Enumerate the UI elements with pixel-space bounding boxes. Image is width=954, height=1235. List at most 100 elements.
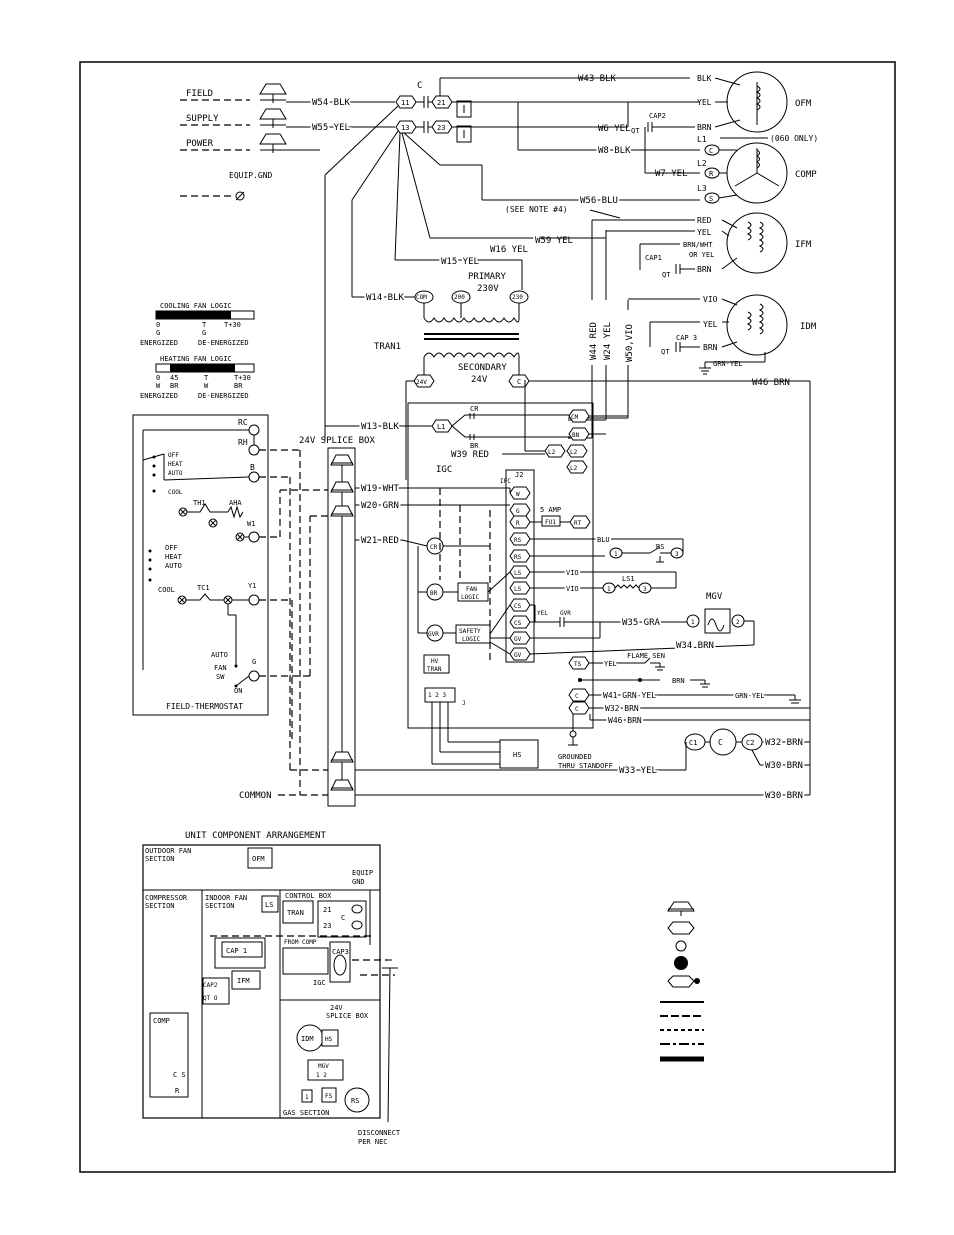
fan-logic-section: COOLING FAN LOGIC 0 G T G T+30 ENERGIZED… xyxy=(140,302,255,400)
w39-label: W39 RED xyxy=(451,450,489,460)
contactor-t11: 11 xyxy=(401,99,409,107)
arr-mgv-nums: 1 2 xyxy=(316,1072,327,1079)
comp-term-c: C xyxy=(709,147,713,155)
j2-rs: RS xyxy=(514,537,522,544)
w54-label: W54 BLK xyxy=(312,98,351,108)
tran-200: 200 xyxy=(454,294,465,301)
therm-off: OFF xyxy=(168,452,179,459)
w41-label: W41 GRN-YEL xyxy=(603,691,656,700)
standoff-label: THRU STANDOFF xyxy=(558,762,613,770)
v24-label: 24V xyxy=(471,375,488,385)
cooling-title: COOLING FAN LOGIC xyxy=(160,302,232,310)
j2-ifc: IFC xyxy=(500,478,511,485)
fan-logic-1: FAN xyxy=(466,586,477,593)
ifm-brn: BRN xyxy=(697,265,712,274)
field-thermostat: FIELD-THERMOSTAT RC RH B OFF HEAT AUTO C… xyxy=(132,414,269,716)
w44-label: W44 RED xyxy=(589,322,599,360)
ifm-yel: YEL xyxy=(697,228,712,237)
therm-rh: RH xyxy=(238,438,248,447)
igc-cr: CR xyxy=(470,405,479,413)
cap1-label: CAP1 xyxy=(645,254,662,262)
w55-label: W55 YEL xyxy=(312,123,350,133)
igc-l1: L1 xyxy=(437,423,445,431)
therm-on: ON xyxy=(234,687,242,695)
arr-splice: 24V xyxy=(330,1004,343,1012)
heating-title: HEATING FAN LOGIC xyxy=(160,355,232,363)
therm-w1: W1 xyxy=(247,520,255,528)
mgv-pin2: 2 xyxy=(736,619,740,626)
therm-b: B xyxy=(250,463,255,472)
w35-label: W35 GRA xyxy=(622,618,661,628)
igc-l2c: L2 xyxy=(570,465,578,472)
w50-label: W50,VIO xyxy=(625,324,635,362)
hv-tran-1: HV xyxy=(431,658,439,665)
therm-aha: AHA xyxy=(229,499,242,507)
arr-section-2: SECTION xyxy=(145,902,175,910)
arr-from-comp: FROM COMP xyxy=(284,939,317,946)
ofm-yel: YEL xyxy=(697,98,712,107)
ifm-or-yel: OR YEL xyxy=(689,251,714,259)
arr-idm: IDM xyxy=(301,1035,314,1043)
comp-term-s: S xyxy=(709,195,713,203)
igc-label: IGC xyxy=(436,465,452,475)
grounded-label: GROUNDED xyxy=(558,753,592,761)
ifm-label: IFM xyxy=(795,240,812,250)
w19-label: W19 WHT xyxy=(361,484,400,494)
therm-heat: HEAT xyxy=(168,461,183,468)
heating-45: 45 xyxy=(170,374,178,382)
arr-comp: COMP xyxy=(153,1017,170,1025)
field-label: FIELD xyxy=(186,89,213,99)
arr-cap1: CAP 1 xyxy=(226,947,247,955)
j2-w: W xyxy=(516,491,520,498)
igc-l2b: L2 xyxy=(570,449,578,456)
contactor-t23: 23 xyxy=(437,124,445,132)
c1-label: C1 xyxy=(689,739,697,747)
w7-label: W7 YEL xyxy=(655,169,688,179)
splice-box: 24V SPLICE BOX COMMON W13 BLK W19 WHT W2… xyxy=(239,420,810,807)
therm-auto2: AUTO xyxy=(165,562,182,570)
c-term-2: C xyxy=(575,706,579,713)
cooling-g2: G xyxy=(202,329,206,337)
therm-rc: RC xyxy=(238,418,248,427)
flame-sen-label: FLAME SEN xyxy=(627,652,665,660)
igc-yel: YEL xyxy=(537,610,548,617)
arr-1: 1 xyxy=(305,1094,309,1101)
heating-w2: W xyxy=(204,382,209,390)
primary-label: PRIMARY xyxy=(468,272,507,282)
comp-l2: L2 xyxy=(697,159,707,168)
field-supply-section: FIELD SUPPLY POWER EQUIP.GND W54 BLK W55… xyxy=(180,83,395,201)
splice-title: 24V SPLICE BOX xyxy=(299,436,375,446)
arr-ifm: IFM xyxy=(237,977,250,985)
w46-label: W46 BRN xyxy=(608,716,642,725)
arr-title: UNIT COMPONENT ARRANGEMENT xyxy=(185,831,326,841)
heating-t: T xyxy=(204,374,209,382)
secondary-label: SECONDARY xyxy=(458,363,507,373)
j2-cs: CS xyxy=(514,603,522,610)
cooling-g: G xyxy=(156,329,160,337)
v230-label: 230V xyxy=(477,284,499,294)
igc-br-coil: BR xyxy=(430,590,438,597)
igc-j2: J2 xyxy=(515,471,523,479)
rs-pin3: 3 xyxy=(675,551,679,558)
common-label: COMMON xyxy=(239,791,272,801)
arr-section-3: SECTION xyxy=(205,902,235,910)
therm-fan: FAN xyxy=(214,664,227,672)
arr-equip: EQUIP xyxy=(352,869,373,877)
j2-pins xyxy=(509,486,531,661)
heating-br2: BR xyxy=(234,382,243,390)
j2-rs2: RS xyxy=(514,554,522,561)
contactor: C 11 13 21 23 xyxy=(324,81,700,440)
w30-label: W30 BRN xyxy=(765,761,803,771)
splice-lug-4 xyxy=(330,751,354,763)
idm-motor-icon xyxy=(726,294,788,356)
arr-igc: IGC xyxy=(313,979,326,987)
w20-label: W20 GRN xyxy=(361,501,399,511)
cooling-t30: T+30 xyxy=(224,321,241,329)
w32-label: W32 BRN xyxy=(605,704,639,713)
cooling-t: T xyxy=(202,321,207,329)
arr-c: C xyxy=(341,914,345,922)
component-arrangement: UNIT COMPONENT ARRANGEMENT OUTDOOR FAN S… xyxy=(142,831,401,1146)
ls1-pin1: 1 xyxy=(607,586,611,593)
contactor-t21: 21 xyxy=(437,99,445,107)
w32b-label: W32 BRN xyxy=(765,738,803,748)
